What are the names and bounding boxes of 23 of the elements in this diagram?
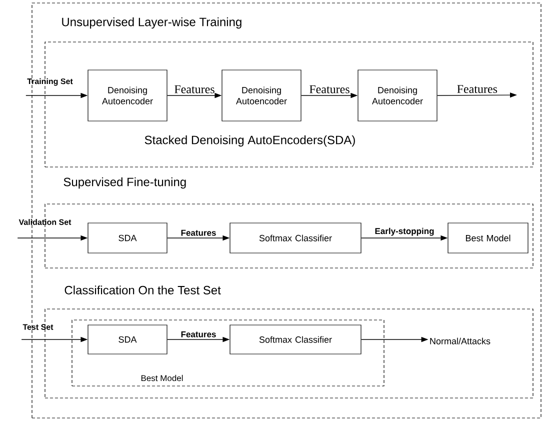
process-box: Softmax Classifier bbox=[230, 222, 362, 254]
edge-label: Features bbox=[457, 85, 498, 94]
section-heading: Unsupervised Layer-wise Training bbox=[62, 17, 242, 29]
edge-label: Features bbox=[181, 331, 216, 338]
frame-caption: Stacked Denoising AutoEncoders(SDA) bbox=[144, 135, 355, 147]
process-box: SDA bbox=[88, 222, 168, 254]
edge-label: Features bbox=[181, 230, 216, 236]
input-label: Training Set bbox=[27, 78, 73, 86]
edge-label: Features bbox=[310, 85, 350, 94]
process-box: Denoising Autoencoder bbox=[358, 70, 438, 122]
input-label: Test Set bbox=[22, 324, 54, 330]
process-box: Denoising Autoencoder bbox=[88, 70, 168, 122]
output-label: Normal/Attacks bbox=[430, 338, 490, 344]
section-heading: Classification On the Test Set bbox=[64, 286, 221, 294]
process-box: Best Model bbox=[448, 222, 528, 254]
edge-label: Features bbox=[174, 85, 214, 94]
edge-label: Early-stopping bbox=[375, 228, 434, 236]
input-label: Validation Set bbox=[18, 219, 72, 225]
frame-caption: Best Model bbox=[141, 374, 183, 382]
process-box: SDA bbox=[88, 324, 168, 354]
process-box: Denoising Autoencoder bbox=[222, 70, 302, 122]
process-box: Softmax Classifier bbox=[230, 324, 362, 354]
section-heading: Supervised Fine-tuning bbox=[64, 177, 186, 189]
